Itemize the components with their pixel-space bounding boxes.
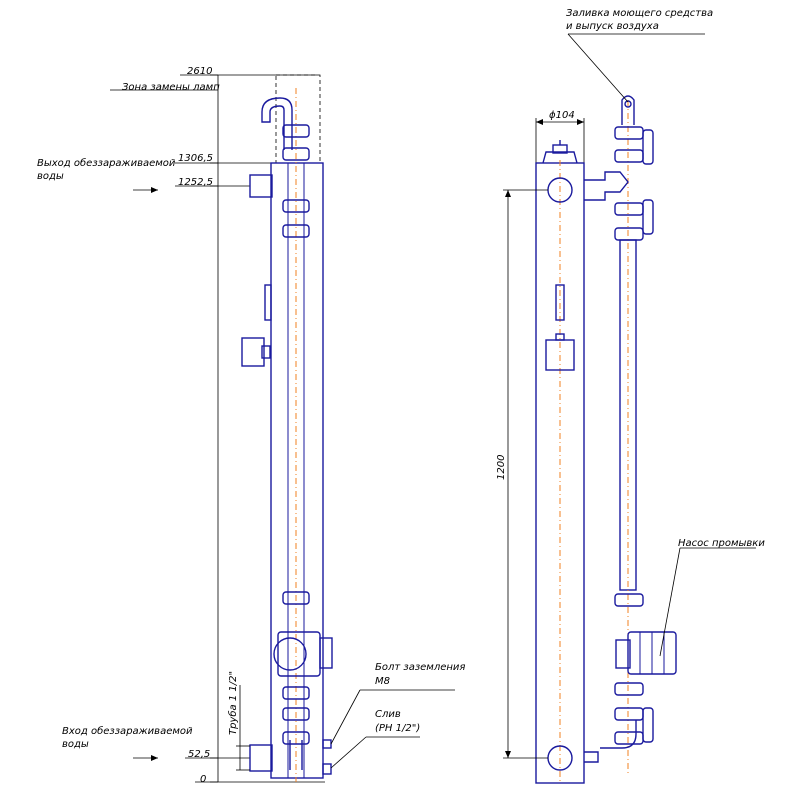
vent-valve-handle: [642, 129, 654, 165]
outlet-side-nozzle: [584, 171, 629, 201]
vent-pipe: [621, 95, 635, 125]
side-bracket: [264, 284, 272, 321]
dim-0: 0: [200, 774, 206, 785]
pump-motor: [273, 637, 307, 671]
outlet-nozzle: [249, 174, 273, 198]
dim-2610: 2610: [187, 66, 212, 77]
ground-bolt-label-line1: Болт заземления: [375, 662, 465, 673]
drain-valve: [322, 763, 332, 775]
bottom-bend: [584, 720, 637, 763]
top-bend-pipe: [261, 97, 293, 150]
upper-valve-handle: [642, 199, 654, 235]
lamp-zone-label: Зона замены ламп: [122, 82, 220, 93]
dim-52-5: 52,5: [188, 749, 210, 760]
dim-1306: 1306,5: [178, 153, 213, 164]
reactor-body: [270, 162, 324, 779]
ground-bolt-label-line2: М8: [375, 676, 390, 687]
fill-label-line1: Заливка моющего средства: [566, 8, 713, 19]
side-view: 2610 Зона замены ламп Выход обеззаражива…: [37, 66, 465, 785]
front-view: ϕ104 1200: [496, 8, 765, 784]
dim-diameter-104: ϕ104: [549, 110, 575, 121]
dim-1200: 1200: [496, 455, 507, 480]
indicator-window: [555, 284, 565, 321]
front-couplings: [614, 126, 654, 745]
inlet-label-line2: воды: [62, 739, 89, 750]
drain-label-line1: Слив: [375, 709, 401, 720]
pipe-size-label: Труба 1 1/2": [227, 671, 239, 735]
dim-1252: 1252,5: [178, 177, 213, 188]
drain-label-line2: (РН 1/2"): [375, 723, 420, 734]
top-cap: [542, 151, 578, 164]
couplings: [282, 124, 310, 745]
fill-label-line2: и выпуск воздуха: [566, 21, 659, 32]
inlet-label-line1: Вход обеззараживаемой: [62, 725, 193, 737]
control-box: [241, 337, 265, 367]
ground-bolt: [322, 739, 332, 749]
outlet-label-line1: Выход обеззараживаемой: [37, 157, 176, 169]
inlet-nozzle: [249, 744, 273, 772]
outlet-label-line2: воды: [37, 171, 64, 182]
pump-label: Насос промывки: [678, 538, 765, 549]
lower-valve-handle: [642, 707, 654, 743]
